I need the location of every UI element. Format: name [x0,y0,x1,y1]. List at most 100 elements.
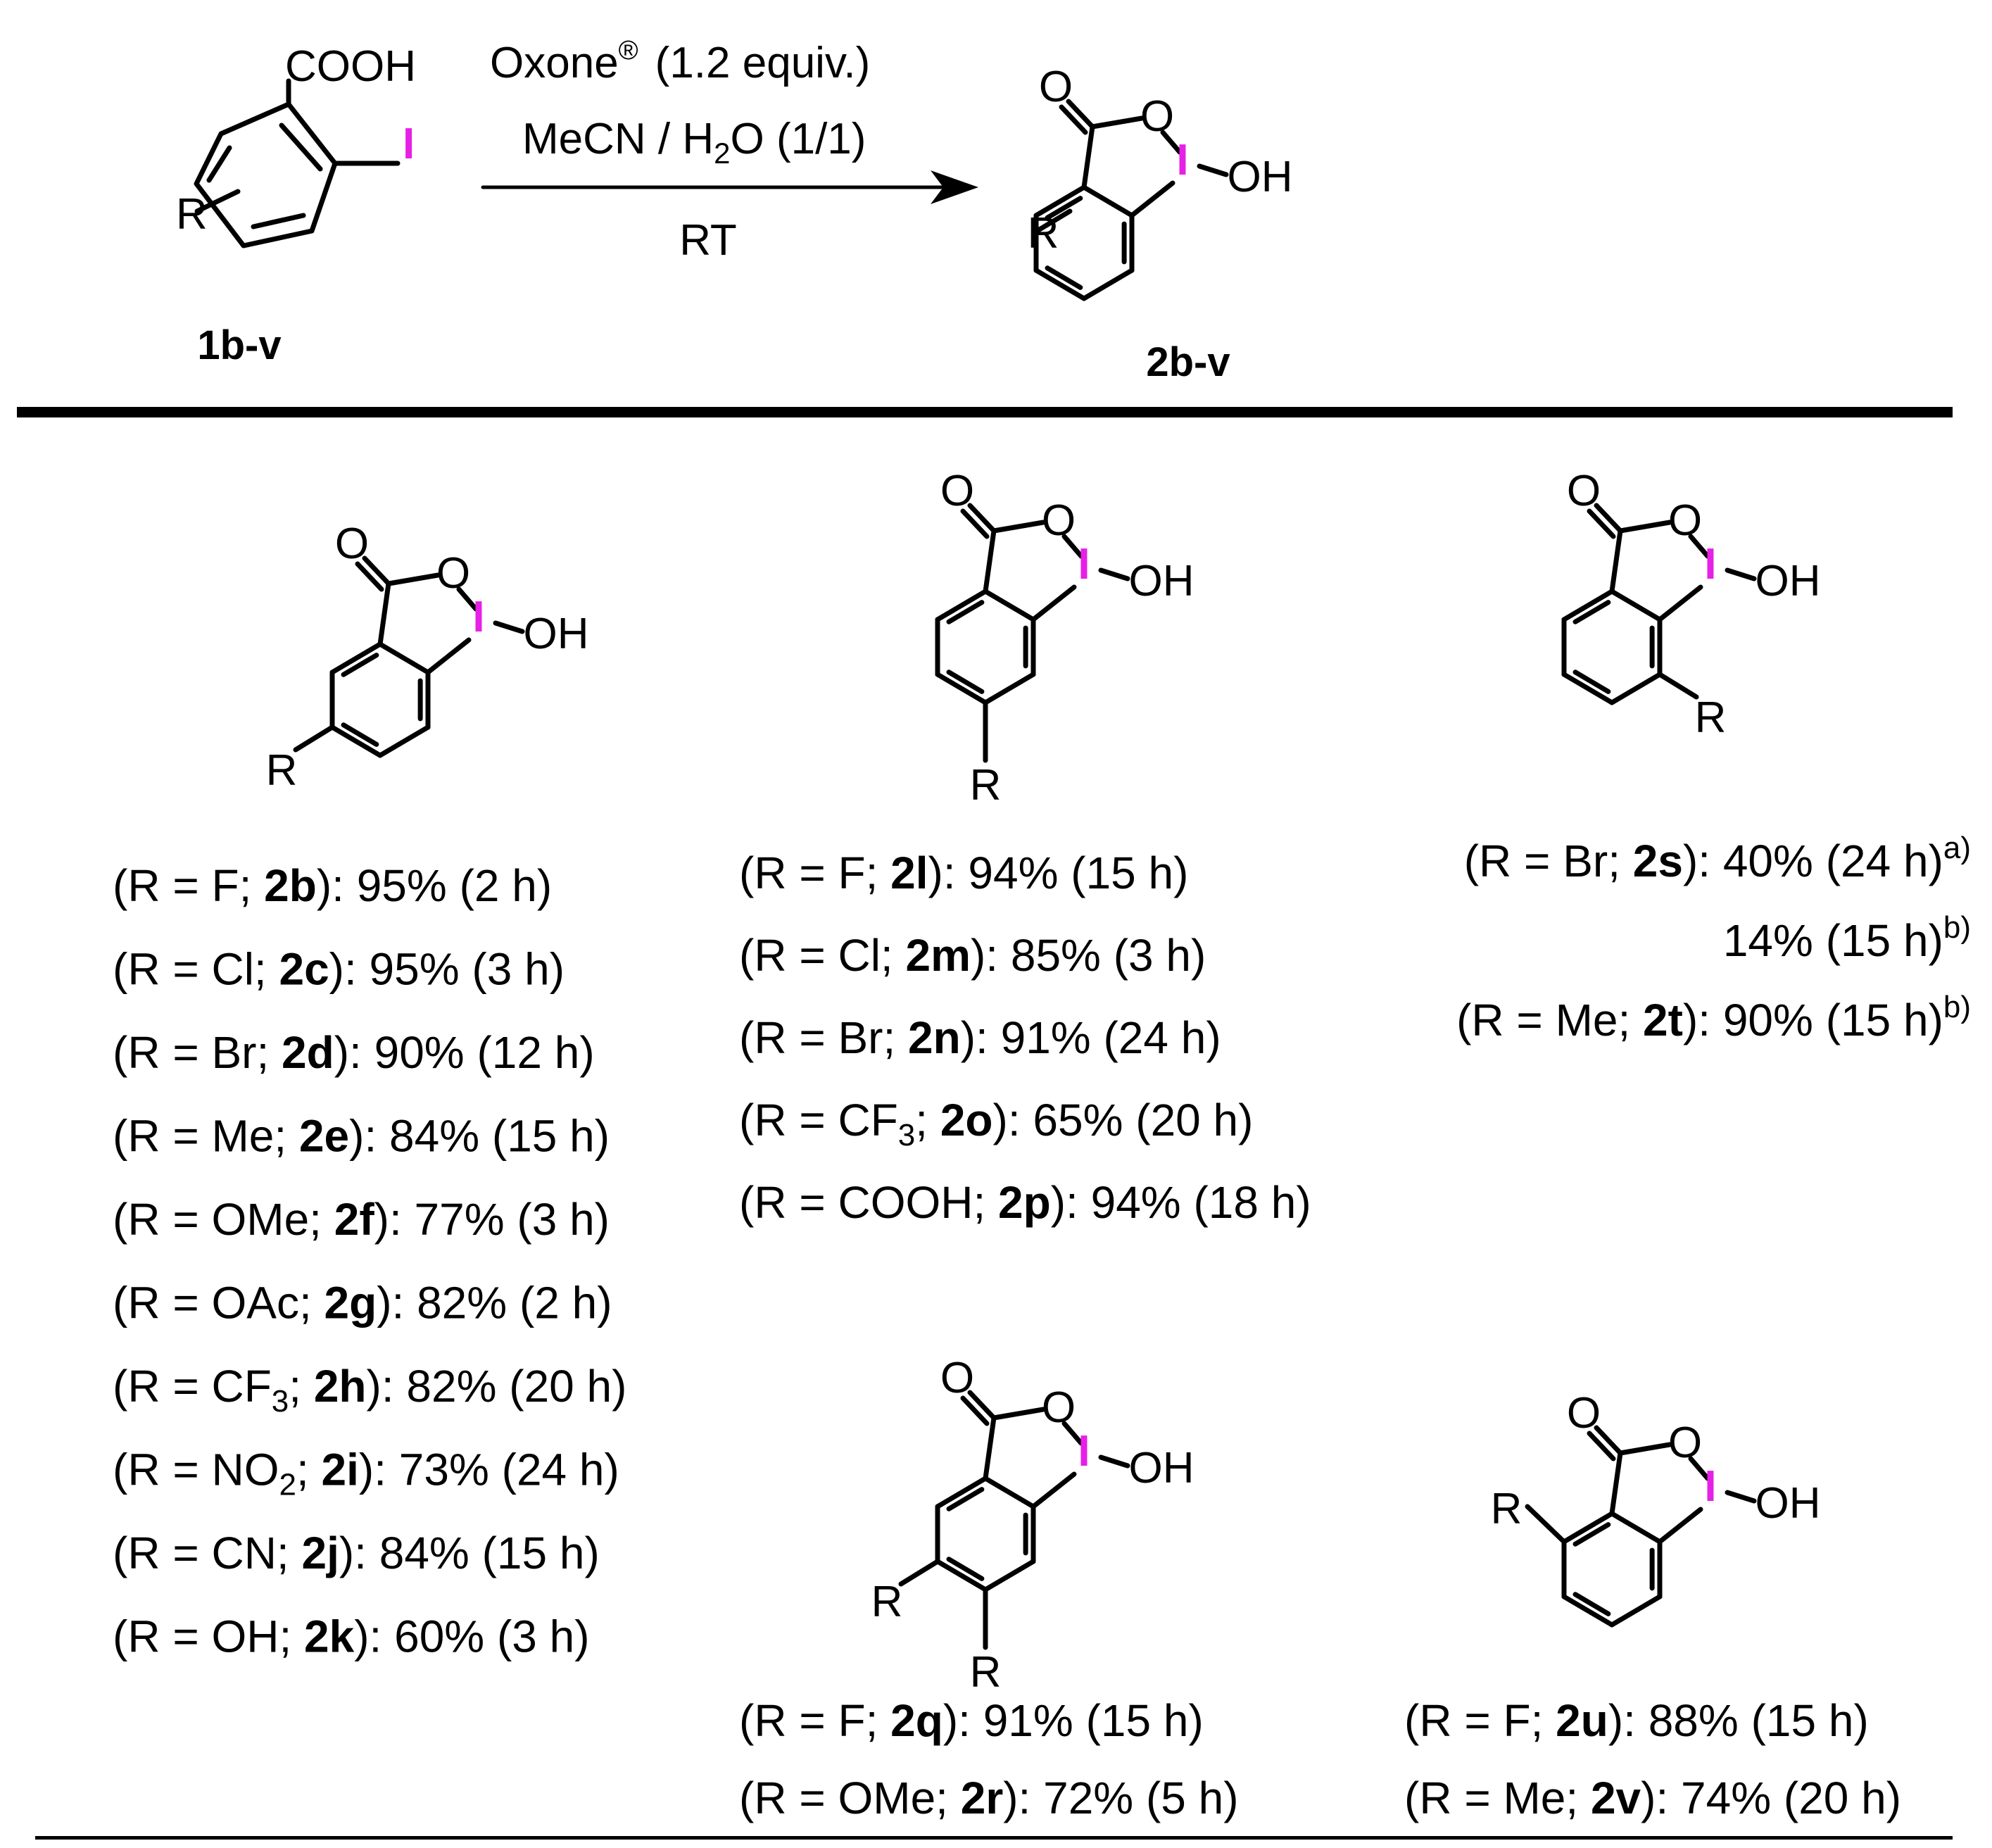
starting-material-structure: COOH I R [176,42,416,249]
compound-id: 2r [961,1773,1004,1823]
yield-row: (R = Br; 2d): 90% (12 h) [113,1027,595,1078]
hydroxyl-label: OH [1129,1444,1194,1492]
compound-id: 2j [301,1528,339,1578]
bond [1030,1471,1077,1509]
ring-bond [1609,589,1663,622]
yield-row: (R = F; 2b): 95% (2 h) [113,860,552,911]
yield-row: 14% (15 h)b) [1723,910,1971,966]
ring-double-bond [1572,600,1611,624]
ring-double-bond [1572,1522,1611,1547]
solvent-a: MeCN / H [522,115,714,163]
iodine-label: I [403,120,415,168]
product-label: 2b-v [1146,339,1230,385]
compound-id: 2l [890,848,928,898]
iodine-label: I [1704,540,1716,589]
iodine-label: I [1078,1427,1090,1476]
substituent-label: R [871,1578,903,1626]
ring-bond [1561,1511,1615,1545]
bond [425,637,472,675]
reaction-conditions: Oxone®(1.2 equiv.) MeCN / H2O (1/1) RT [481,36,978,265]
substituent-label: R [970,1648,1002,1697]
bond [1160,130,1183,155]
ring-oxygen-label: O [1668,496,1702,545]
carbonyl-oxygen-label: O [335,520,369,568]
bond [1609,1450,1623,1516]
ring-oxygen-label: O [1042,1383,1076,1432]
ring-bond [1561,672,1615,705]
ring-bond [1561,1594,1615,1628]
bond [1098,1454,1130,1469]
substituent-bond [293,724,335,753]
compound-id: 2g [324,1278,377,1328]
bond [1098,567,1130,582]
bond [1090,115,1145,130]
ring-bond [329,641,383,675]
substituent-bond [1032,208,1073,235]
iodine-label: I [1176,136,1188,184]
bond [991,520,1046,534]
ring-bond [1033,268,1087,301]
top-divider [17,407,1953,417]
compound-id: 2i [322,1445,359,1495]
bond [983,1415,997,1481]
yield-list-group-5: (R = F; 2u): 88% (15 h)(R = Me; 2v): 74%… [1404,1695,1901,1823]
yield-list-group-4: (R = F; 2q): 91% (15 h)(R = OMe; 2r): 72… [739,1695,1239,1823]
bond [983,528,997,594]
carbonyl-bond [1587,1431,1616,1462]
bond [1061,534,1084,559]
bottom-divider [35,1836,1953,1840]
ring-bond [377,724,431,758]
compound-id: 2p [998,1177,1051,1228]
bond [377,581,391,647]
yield-row: (R = Cl; 2c): 95% (3 h) [113,944,565,995]
yield-row: (R = COOH; 2p): 94% (18 h) [739,1177,1311,1228]
yield-row: (R = Me; 2t): 90% (15 h)b) [1456,990,1971,1045]
carbonyl-bond [1066,99,1095,130]
compound-id: 2q [890,1695,943,1746]
bond [1725,1490,1757,1504]
compound-id: 2u [1556,1695,1608,1746]
svg-text:MeCN / H2O (1/1): MeCN / H2O (1/1) [522,115,866,170]
ring-bond [329,724,383,758]
ring-bond [1609,1594,1663,1628]
carbonyl-bond [1594,1425,1623,1456]
compound-id: 2c [279,944,329,995]
substituent-bond [1525,1504,1567,1545]
substituent-label: R [176,190,208,239]
registered-mark: ® [619,36,638,65]
svg-text:Oxone®(1.2 equiv.): Oxone®(1.2 equiv.) [490,36,870,87]
ring-bond [935,589,988,622]
carbonyl-oxygen-label: O [940,1354,974,1402]
ring-double-bond [341,653,379,677]
compound-id: 2b [264,860,317,911]
ring-bond [935,1559,988,1592]
ring-bond [983,589,1036,622]
ring-double-bond [946,670,985,694]
starting-material-label: 1b-v [197,322,281,368]
ring-bond [983,672,1036,705]
yield-row: (R = F; 2q): 91% (15 h) [739,1695,1204,1746]
ring-double-bond [1045,265,1083,290]
carbonyl-oxygen-label: O [1039,63,1073,111]
reagent-amount: (1.2 equiv.) [655,39,871,87]
hydroxyl-label: OH [1129,557,1194,605]
carbonyl-bond [355,561,384,592]
substituent-label: R [266,746,298,795]
bond [1725,567,1757,582]
ring-bond [1609,672,1663,705]
yield-row: (R = Cl; 2m): 85% (3 h) [739,930,1206,981]
ring-double-bond [1045,196,1083,220]
bond [1657,584,1703,622]
bond [1081,124,1095,190]
ring-oxygen-label: O [1042,496,1076,545]
carbonyl-bond [1594,503,1623,534]
carbonyl-bond [362,555,391,586]
hydroxyl-label: OH [1755,557,1821,605]
substituent-label: R [970,761,1002,810]
ring-bond [983,1476,1036,1509]
